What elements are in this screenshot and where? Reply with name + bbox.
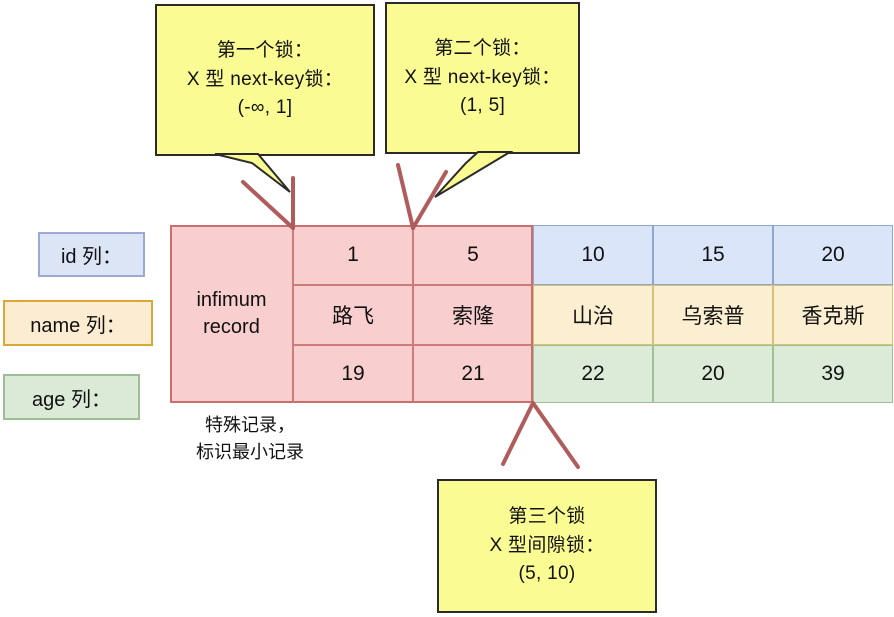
legend-age-column-label: age 列： (32, 388, 111, 411)
cell-age-5: 21 (413, 345, 533, 403)
caption-infimum-record-line1: 特殊记录， (205, 415, 295, 435)
cell-age-5-value: 21 (461, 362, 485, 385)
legend-age-column: age 列： (3, 374, 140, 420)
legend-name-column: name 列： (3, 300, 153, 346)
callout-first-lock-line2: X 型 next-key锁： (186, 68, 344, 90)
callout-third-lock-line1: 第三个锁 (508, 505, 586, 527)
cell-age-1: 19 (293, 345, 413, 403)
cell-id-15-value: 15 (701, 243, 725, 266)
cell-id-5-value: 5 (467, 243, 479, 266)
cell-id-20: 20 (773, 225, 893, 285)
cell-name-5-value: 索隆 (452, 305, 494, 328)
callout-first-lock-line1: 第一个锁： (216, 39, 314, 61)
cell-age-1-value: 19 (341, 362, 365, 385)
cell-name-20: 香克斯 (773, 285, 893, 345)
cell-age-10: 22 (533, 345, 653, 403)
callout-second-lock-line2: X 型 next-key锁： (404, 66, 561, 88)
callout-second-lock-tail (434, 151, 514, 198)
callout-first-lock-line3: (-∞, 1] (237, 97, 293, 119)
callout-third-lock: 第三个锁 X 型间隙锁： (5, 10) (437, 479, 657, 613)
callout-second-lock: 第二个锁： X 型 next-key锁： (1, 5] (385, 2, 580, 154)
caption-infimum-record: 特殊记录， 标识最小记录 (150, 412, 350, 466)
cell-id-10-value: 10 (581, 243, 605, 266)
legend-name-column-label: name 列： (30, 314, 126, 337)
pointer-first-lock-left (241, 180, 295, 230)
cell-name-20-value: 香克斯 (801, 305, 865, 328)
cell-name-10: 山治 (533, 285, 653, 345)
cell-name-1: 路飞 (293, 285, 413, 345)
callout-third-lock-line2: X 型间隙锁： (489, 534, 605, 556)
callout-first-lock: 第一个锁： X 型 next-key锁： (-∞, 1] (155, 4, 375, 156)
cell-infimum-record-line2: record (203, 316, 260, 338)
cell-age-15-value: 20 (701, 362, 725, 385)
cell-id-1-value: 1 (347, 243, 359, 266)
pointer-third-lock-right (531, 401, 580, 469)
cell-id-1: 1 (293, 225, 413, 285)
cell-age-10-value: 22 (581, 362, 605, 385)
pointer-second-lock-right (411, 170, 448, 230)
cell-age-15: 20 (653, 345, 773, 403)
cell-name-15-value: 乌索普 (681, 305, 745, 328)
legend-id-column: id 列： (38, 232, 145, 277)
callout-first-lock-tail (214, 153, 291, 193)
callout-second-lock-line3: (1, 5] (459, 95, 506, 117)
pointer-third-lock-left (501, 401, 535, 466)
caption-infimum-record-line2: 标识最小记录 (196, 442, 304, 462)
cell-name-15: 乌索普 (653, 285, 773, 345)
cell-id-10: 10 (533, 225, 653, 285)
cell-infimum-record: infimum record (170, 225, 293, 403)
cell-age-20: 39 (773, 345, 893, 403)
pointer-second-lock-left (396, 163, 415, 230)
callout-third-lock-line3: (5, 10) (518, 563, 576, 585)
legend-id-column-label: id 列： (60, 246, 123, 268)
callout-second-lock-line1: 第二个锁： (434, 37, 531, 59)
cell-id-15: 15 (653, 225, 773, 285)
cell-name-5: 索隆 (413, 285, 533, 345)
record-table: infimum record 1 5 10 15 20 路飞 索隆 山治 乌索普… (170, 225, 893, 403)
cell-infimum-record-line1: infimum (196, 289, 267, 311)
cell-name-1-value: 路飞 (332, 305, 374, 328)
cell-age-20-value: 39 (821, 362, 845, 385)
cell-name-10-value: 山治 (572, 305, 614, 328)
cell-id-20-value: 20 (821, 243, 845, 266)
cell-id-5: 5 (413, 225, 533, 285)
